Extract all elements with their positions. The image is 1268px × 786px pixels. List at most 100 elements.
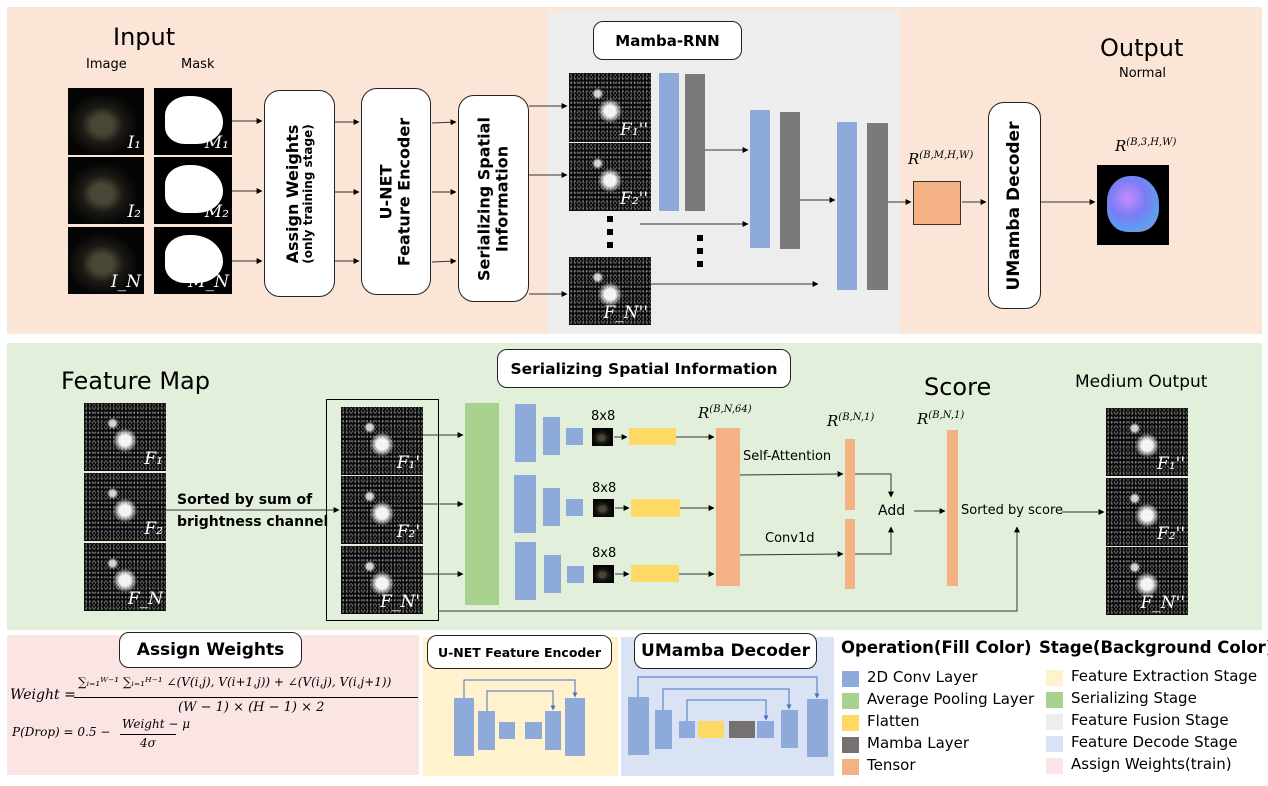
- image-column-label: Image: [86, 57, 127, 72]
- flatten-3: [631, 565, 679, 582]
- drop-formula-lhs: P(Drop) = 0.5 −: [12, 725, 111, 739]
- serializing-spatial-title: Serializing Spatial Information: [497, 349, 791, 388]
- medium-output-f2: F₂'': [1106, 478, 1188, 546]
- drop-formula-denominator: 4σ: [140, 736, 156, 750]
- tensor-conv1d-output: [845, 519, 855, 589]
- patch-8x8-image-1: [592, 428, 613, 446]
- flatten-2: [631, 499, 680, 517]
- operation-legend-label-1: Average Pooling Layer: [867, 690, 1035, 708]
- umamba-enc-conv-1: [628, 697, 649, 755]
- drop-formula-fraction-bar: [120, 734, 176, 735]
- serializing-box-line2: Information: [492, 145, 512, 252]
- feature-f1-double-prime: F₁'': [569, 73, 651, 142]
- conv-stack-2-small: [566, 499, 583, 516]
- flatten-1: [629, 428, 676, 445]
- weight-formula-denominator: (W − 1) × (H − 1) × 2: [178, 700, 325, 715]
- mamba-layer-rnn-2: [780, 112, 800, 249]
- stage-legend-swatch-4: [1046, 758, 1063, 774]
- patch-8x8-image-2: [593, 499, 614, 517]
- sorted-feature-f1: F₁': [341, 407, 423, 475]
- tensor-bn64: [716, 428, 740, 586]
- stage-legend-label-1: Serializing Stage: [1071, 689, 1197, 707]
- medium-output-f1-label: F₁'': [1157, 454, 1185, 474]
- umamba-mamba-layer: [729, 721, 755, 738]
- patch-size-label-1: 8x8: [591, 409, 616, 424]
- self-attention-label: Self-Attention: [743, 449, 832, 464]
- tensor-bmhw: [913, 181, 961, 225]
- mask-image-2: M₂: [154, 157, 232, 224]
- umamba-decoder-title: UMamba Decoder: [634, 633, 817, 669]
- sorted-feature-f2: F₂': [341, 476, 423, 544]
- unet-feature-encoder-title: U-NET Feature Encoder: [427, 635, 612, 669]
- mask-image-n: M_N: [154, 227, 232, 294]
- conv-stack-1-large: [515, 404, 536, 462]
- sort-label-line1: Sorted by sum of: [177, 492, 313, 508]
- output-subtitle: Normal: [1119, 66, 1167, 81]
- output-title: Output: [1100, 34, 1184, 62]
- mask-image-1: M₁: [154, 88, 232, 155]
- stage-legend-label-4: Assign Weights(train): [1071, 755, 1232, 773]
- score-title: Score: [924, 373, 992, 401]
- patch-size-label-2: 8x8: [592, 481, 617, 496]
- stage-legend-swatch-2: [1046, 714, 1063, 730]
- patch-8x8-image-3: [593, 565, 614, 583]
- feature-fn-label: F_N'': [603, 303, 648, 323]
- unet-dec-conv-1: [565, 698, 585, 756]
- umamba-decoder-box: UMamba Decoder: [988, 102, 1041, 309]
- umamba-enc-conv-3: [679, 721, 695, 738]
- umamba-dec-conv-1: [807, 699, 828, 757]
- tensor-self-attention-output: [845, 439, 855, 510]
- umamba-enc-conv-2: [655, 710, 672, 749]
- unet-enc-conv-3: [499, 722, 515, 739]
- ellipsis-dots-features: [607, 216, 613, 255]
- input-image-1: I₁: [68, 88, 144, 155]
- unet-box-line2: Feature Encoder: [395, 117, 414, 266]
- conv-stack-3-small: [567, 566, 584, 583]
- weight-formula-lhs: Weight =: [10, 687, 76, 703]
- conv-layer-rnn-3: [837, 122, 857, 290]
- ellipsis-dots-layers: [697, 235, 703, 274]
- patch-size-label-3: 8x8: [592, 546, 617, 561]
- feature-map-f1: F₁: [84, 403, 166, 471]
- input-image-1-label: I₁: [127, 133, 141, 153]
- conv-stack-2-large: [514, 475, 536, 533]
- weight-formula-numerator: ∑ᵢ₌₁ᵂ⁻¹ ∑ᵢ₌₁ᴴ⁻¹ ∠(V(i,j), V(i+1,j)) + ∠(…: [78, 675, 392, 689]
- stage-legend-swatch-3: [1046, 736, 1063, 752]
- conv1d-label: Conv1d: [765, 531, 815, 546]
- unet-enc-conv-1: [454, 698, 474, 756]
- medium-output-title: Medium Output: [1075, 372, 1208, 392]
- assign-weights-title: Assign Weights: [119, 632, 302, 668]
- weight-formula-fraction-bar: [74, 697, 418, 698]
- operation-legend-swatch-3: [842, 737, 859, 753]
- serializing-spatial-box: Serializing Spatial Information: [458, 95, 529, 302]
- conv-layer-rnn-2: [750, 110, 770, 248]
- unet-enc-conv-2: [478, 711, 495, 750]
- umamba-dec-conv-2: [781, 710, 798, 748]
- sorted-by-score-label: Sorted by score: [961, 503, 1064, 518]
- sorted-feature-fn: F_N': [341, 546, 423, 614]
- stage-legend-label-3: Feature Decode Stage: [1071, 733, 1238, 751]
- feature-f1-label: F₁'': [620, 120, 648, 140]
- stage-legend-label-0: Feature Extraction Stage: [1071, 667, 1258, 685]
- feature-map-f2-label: F₂: [144, 519, 163, 539]
- add-label: Add: [878, 503, 906, 519]
- average-pooling-layer: [465, 403, 499, 605]
- sorted-feature-f1-label: F₁': [396, 453, 420, 473]
- conv-stack-3-large: [515, 542, 536, 600]
- feature-map-fn-label: F_N: [127, 589, 163, 609]
- operation-legend-swatch-2: [842, 715, 859, 731]
- feature-map-fn: F_N: [84, 543, 166, 611]
- operation-legend-swatch-1: [842, 693, 859, 709]
- operation-legend-label-4: Tensor: [867, 756, 916, 774]
- operation-legend-label-0: 2D Conv Layer: [867, 668, 978, 686]
- tensor-bmhw-label: R(B,M,H,W): [908, 150, 974, 168]
- input-image-2: I₂: [68, 157, 144, 224]
- feature-fn-double-prime: F_N'': [569, 257, 651, 325]
- input-title: Input: [113, 23, 176, 51]
- feature-f2-label: F₂'': [620, 189, 648, 209]
- conv-layer-rnn-1: [659, 73, 679, 211]
- input-image-n: I_N: [68, 227, 144, 294]
- mamba-layer-rnn-1: [685, 74, 705, 211]
- medium-output-fn: F_N'': [1106, 547, 1188, 615]
- sort-by-brightness-label: Sorted by sum of brightness channel: [177, 489, 328, 533]
